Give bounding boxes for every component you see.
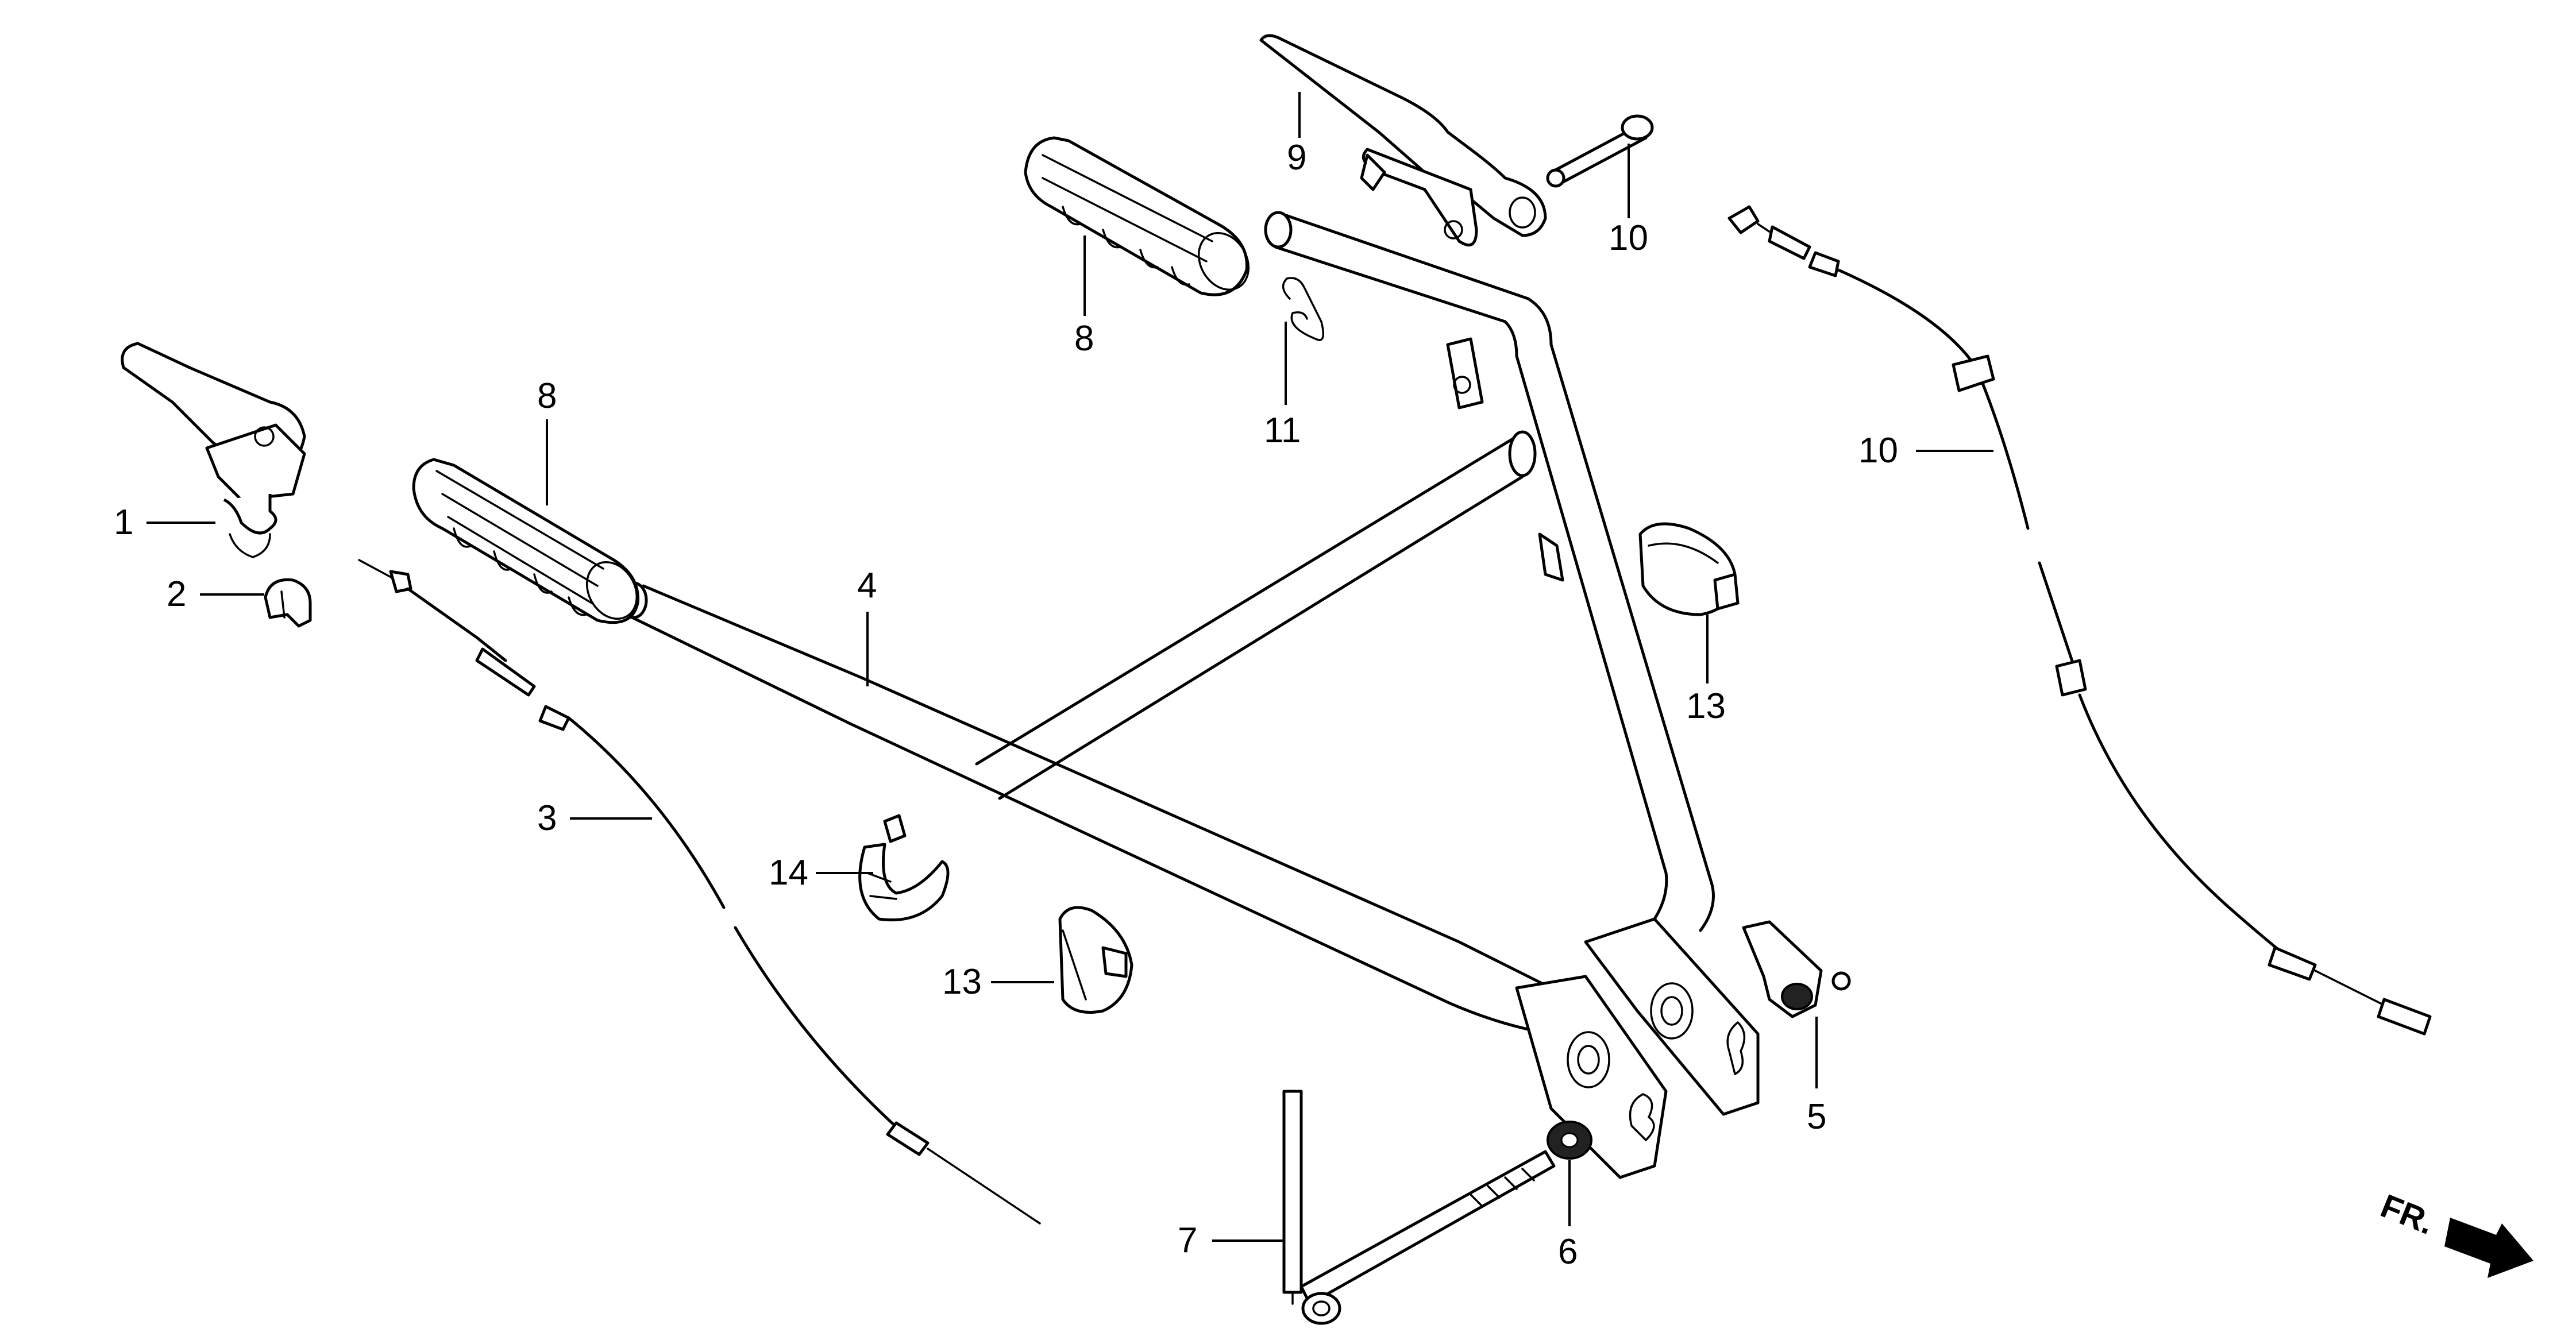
- band-bottom: [1058, 906, 1133, 1014]
- grip-top: [1024, 136, 1250, 296]
- bolt-part: [1282, 1090, 1556, 1325]
- callout-1: 1: [114, 503, 133, 542]
- callout-4: 4: [857, 566, 877, 605]
- callout-12: 11: [1264, 411, 1301, 450]
- grip-left: [412, 458, 639, 624]
- callout-9: 9: [1287, 138, 1306, 177]
- callout-14: 14: [769, 853, 808, 893]
- cable-left: [358, 559, 1041, 1225]
- front-arrow-icon: [2444, 1218, 2533, 1278]
- callout-8b: 8: [537, 376, 557, 416]
- clip-part: [264, 578, 312, 628]
- handlebar-frame: [619, 211, 1760, 1179]
- fr-label: FR.: [2376, 1187, 2439, 1242]
- throttle-lever: [121, 342, 306, 558]
- callout-6: 6: [1558, 1232, 1578, 1272]
- callout-13b: 13: [942, 962, 982, 1002]
- cable-right: [1727, 205, 2432, 1036]
- callout-13a: 13: [1686, 686, 1726, 726]
- bracket-right: [1742, 920, 1851, 1018]
- callout-5: 5: [1807, 1097, 1826, 1137]
- callout-2: 2: [167, 574, 186, 614]
- callout-10: 10: [1858, 431, 1898, 470]
- pin-part: [1546, 114, 1654, 188]
- r-clip-part: [1282, 277, 1325, 341]
- cable-tie-part: [858, 814, 950, 922]
- lever-top: [1259, 34, 1547, 247]
- callout-7: 7: [1178, 1221, 1197, 1260]
- callout-8a: 8: [1074, 319, 1094, 358]
- band-top: [1638, 522, 1740, 616]
- callout-3: 3: [537, 798, 557, 838]
- washer-part: [1547, 1121, 1592, 1160]
- front-direction-indicator: FR.: [2376, 1187, 2533, 1278]
- callout-11: 10: [1609, 218, 1648, 258]
